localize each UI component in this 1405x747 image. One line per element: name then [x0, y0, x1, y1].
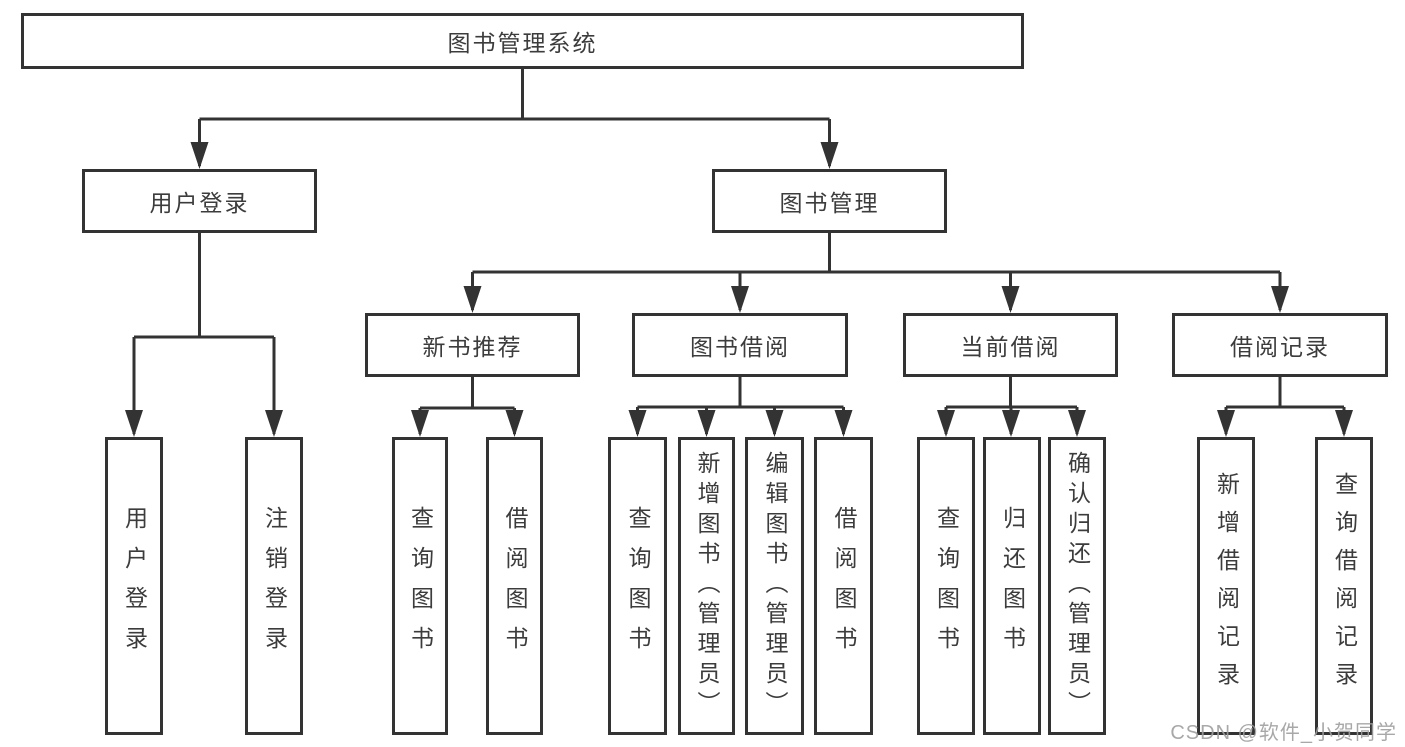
leaf-confirm-return-admin-label: 确认归还（管理员）	[1064, 451, 1091, 721]
leaf-return-books: 归还图书	[983, 437, 1041, 735]
leaf-edit-book-admin-label: 编辑图书（管理员）	[762, 451, 788, 721]
node-book-borrowing: 图书借阅	[632, 313, 848, 377]
leaf-logout: 注销登录	[245, 437, 303, 735]
node-new-book-recommendation-label: 新书推荐	[422, 334, 523, 360]
connector-lines	[132, 69, 1346, 434]
leaf-query-books-current: 查询图书	[917, 437, 975, 735]
leaf-query-books-current-label: 查询图书	[933, 506, 960, 666]
leaf-add-book-admin-label: 新增图书（管理员）	[694, 451, 720, 721]
node-book-management-label: 图书管理	[779, 190, 880, 216]
leaf-add-borrow-record: 新增借阅记录	[1197, 437, 1255, 735]
node-user-login: 用户登录	[82, 169, 317, 233]
leaf-user-login-label: 用户登录	[121, 506, 148, 666]
node-root: 图书管理系统	[21, 13, 1024, 69]
leaf-query-books-borrow-label: 查询图书	[625, 506, 651, 666]
leaf-borrow-books: 借阅图书	[814, 437, 873, 735]
node-current-borrowing-label: 当前借阅	[960, 334, 1061, 360]
leaf-query-books-recommend: 查询图书	[392, 437, 448, 735]
leaf-return-books-label: 归还图书	[999, 506, 1026, 666]
node-user-login-label: 用户登录	[149, 190, 250, 216]
leaf-query-books-recommend-label: 查询图书	[407, 506, 434, 666]
leaf-edit-book-admin: 编辑图书（管理员）	[745, 437, 804, 735]
node-borrowing-records: 借阅记录	[1172, 313, 1388, 377]
leaf-borrow-books-recommend: 借阅图书	[486, 437, 543, 735]
csdn-watermark: CSDN @软件_小贺同学	[1170, 722, 1397, 744]
leaf-borrow-books-recommend-label: 借阅图书	[502, 506, 528, 666]
node-new-book-recommendation: 新书推荐	[365, 313, 580, 377]
node-book-management: 图书管理	[712, 169, 947, 233]
node-current-borrowing: 当前借阅	[903, 313, 1118, 377]
node-book-borrowing-label: 图书借阅	[690, 334, 790, 360]
leaf-query-books-borrow: 查询图书	[608, 437, 667, 735]
leaf-borrow-books-label: 借阅图书	[831, 506, 857, 666]
leaf-add-borrow-record-label: 新增借阅记录	[1213, 472, 1240, 700]
leaf-add-book-admin: 新增图书（管理员）	[678, 437, 735, 735]
leaf-logout-label: 注销登录	[261, 506, 288, 666]
node-borrowing-records-label: 借阅记录	[1230, 334, 1330, 360]
node-root-label: 图书管理系统	[447, 30, 598, 56]
leaf-query-borrow-record-label: 查询借阅记录	[1331, 472, 1358, 700]
leaf-user-login: 用户登录	[105, 437, 163, 735]
leaf-confirm-return-admin: 确认归还（管理员）	[1048, 437, 1106, 735]
leaf-query-borrow-record: 查询借阅记录	[1315, 437, 1373, 735]
